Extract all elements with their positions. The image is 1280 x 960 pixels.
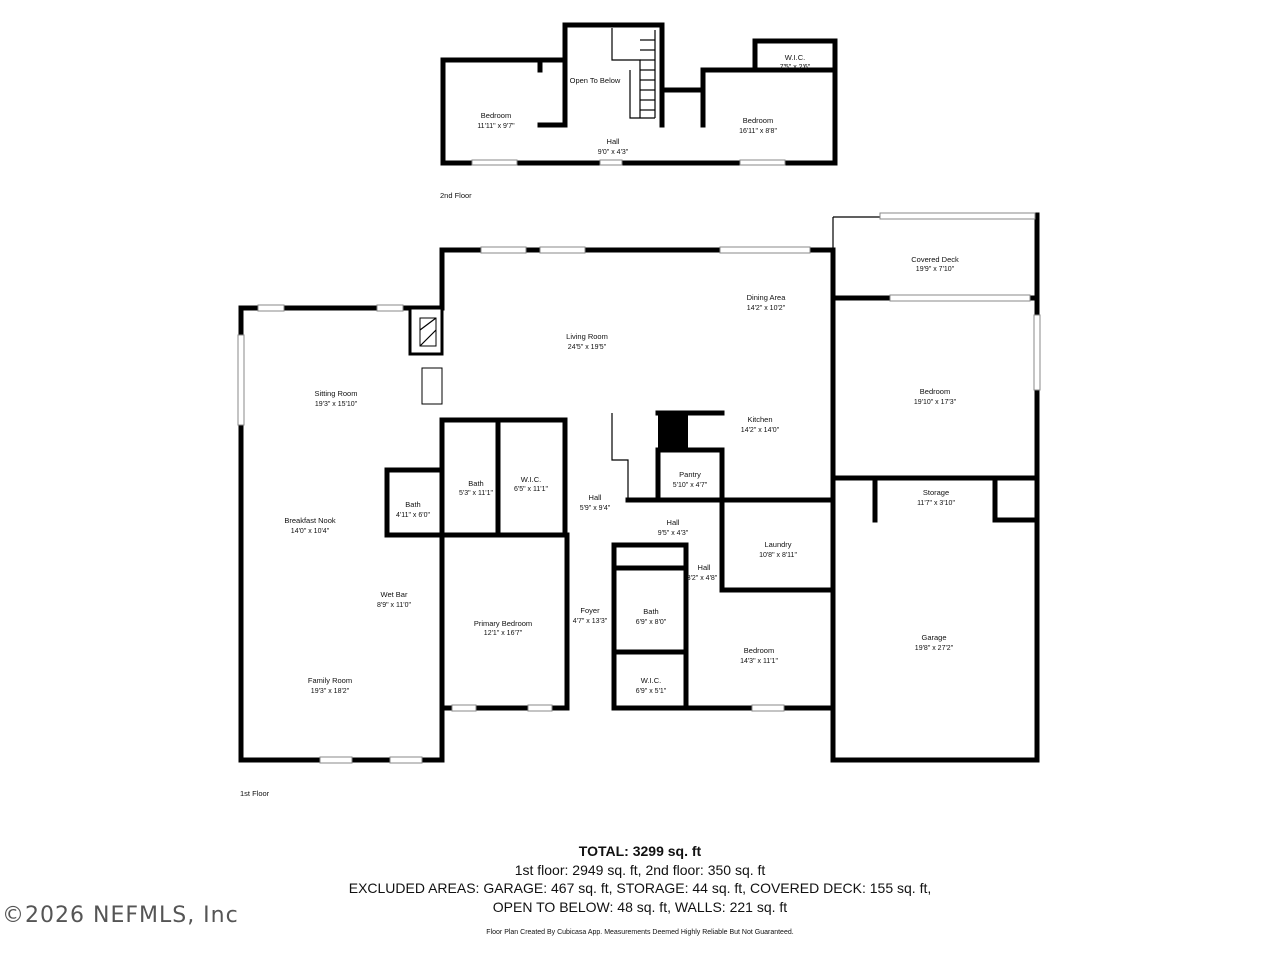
- room-name: Pantry: [679, 470, 701, 479]
- room-dim: 5'3" x 11'1": [459, 490, 493, 497]
- room-name: Foyer: [580, 606, 600, 615]
- excluded-areas-continued: OPEN TO BELOW: 48 sq. ft, WALLS: 221 sq.…: [492, 899, 788, 915]
- room-dim: 4'11" x 6'0": [396, 512, 430, 519]
- room-dim: 14'2" x 10'2": [747, 305, 786, 312]
- room-dim: 24'5" x 19'5": [568, 344, 607, 351]
- room-name: Hall: [698, 563, 711, 572]
- room-dim: 6'9" x 5'1": [636, 688, 667, 695]
- room-dim: 6'9" x 8'0": [636, 619, 667, 626]
- room-name: Hall: [667, 518, 680, 527]
- copyright-watermark: ©2026 NEFMLS, Inc: [2, 903, 239, 928]
- second-floor-walls: [440, 22, 838, 166]
- stairs-2nd: [640, 30, 656, 118]
- excluded-areas: EXCLUDED AREAS: GARAGE: 467 sq. ft, STOR…: [348, 880, 932, 896]
- room-name: Dining Area: [747, 293, 787, 302]
- room-dim: 19'8" x 27'2": [915, 645, 954, 652]
- total-area: TOTAL: 3299 sq. ft: [578, 843, 702, 859]
- room-name: Open To Below: [570, 76, 621, 85]
- room-name: Garage: [921, 633, 946, 642]
- room-name: Living Room: [566, 332, 608, 341]
- room-dim: 9'0" x 4'3": [598, 149, 629, 156]
- room-name: Bath: [643, 607, 658, 616]
- room-dim: 19'10" x 17'3": [914, 399, 957, 406]
- room-dim: 19'9" x 7'10": [916, 266, 955, 273]
- room-name: Bath: [405, 500, 420, 509]
- first-floor-walls: [237, 212, 1041, 764]
- room-dim: 14'2" x 14'0": [741, 427, 780, 434]
- room-name: Laundry: [764, 540, 791, 549]
- room-name: Breakfast Nook: [284, 516, 336, 525]
- room-dim: 3'2" x 4'8": [687, 575, 718, 582]
- room-name: Bedroom: [744, 646, 774, 655]
- room-name: W.I.C.: [641, 676, 661, 685]
- room-name: Bath: [468, 479, 483, 488]
- room-dim: 8'9" x 11'0": [377, 602, 411, 609]
- room-name: W.I.C.: [521, 475, 541, 484]
- room-name: Bedroom: [743, 116, 773, 125]
- floor-label-1st: 1st Floor: [240, 789, 270, 798]
- room-name: Hall: [607, 137, 620, 146]
- room-name: Family Room: [308, 676, 352, 685]
- room-dim: 19'3" x 15'10": [315, 401, 358, 408]
- room-dim: 4'7" x 13'3": [573, 618, 608, 625]
- room-name: Bedroom: [920, 387, 950, 396]
- room-name: W.I.C.: [785, 53, 805, 62]
- floor-label-2nd: 2nd Floor: [440, 191, 472, 200]
- room-dim: 14'0" x 10'4": [291, 528, 330, 535]
- room-name: Sitting Room: [315, 389, 358, 398]
- room-name: Bedroom: [481, 111, 511, 120]
- room-dim: 5'9" x 9'4": [580, 505, 611, 512]
- room-name: Covered Deck: [911, 255, 959, 264]
- room-dim: 9'5" x 4'3": [658, 530, 689, 537]
- room-name: Hall: [589, 493, 602, 502]
- room-name: Storage: [923, 488, 949, 497]
- room-dim: 14'3" x 11'1": [740, 658, 778, 665]
- room-name: Primary Bedroom: [474, 619, 532, 628]
- room-dim: 12'1" x 16'7": [484, 630, 523, 637]
- floor-areas: 1st floor: 2949 sq. ft, 2nd floor: 350 s…: [514, 862, 766, 878]
- room-dim: 10'8" x 8'11": [759, 552, 797, 559]
- room-name: Wet Bar: [381, 590, 408, 599]
- room-dim: 11'7" x 3'10": [917, 500, 955, 507]
- room-dim: 11'11" x 9'7": [477, 123, 515, 130]
- room-dim: 5'10" x 4'7": [673, 482, 708, 489]
- room-name: Kitchen: [747, 415, 772, 424]
- room-dim: 7'5" x 2'6": [780, 64, 811, 71]
- room-dim: 19'3" x 18'2": [311, 688, 350, 695]
- disclaimer: Floor Plan Created By Cubicasa App. Meas…: [486, 929, 794, 936]
- room-dim: 6'5" x 11'1": [514, 486, 548, 493]
- room-dim: 16'11" x 8'8": [739, 128, 777, 135]
